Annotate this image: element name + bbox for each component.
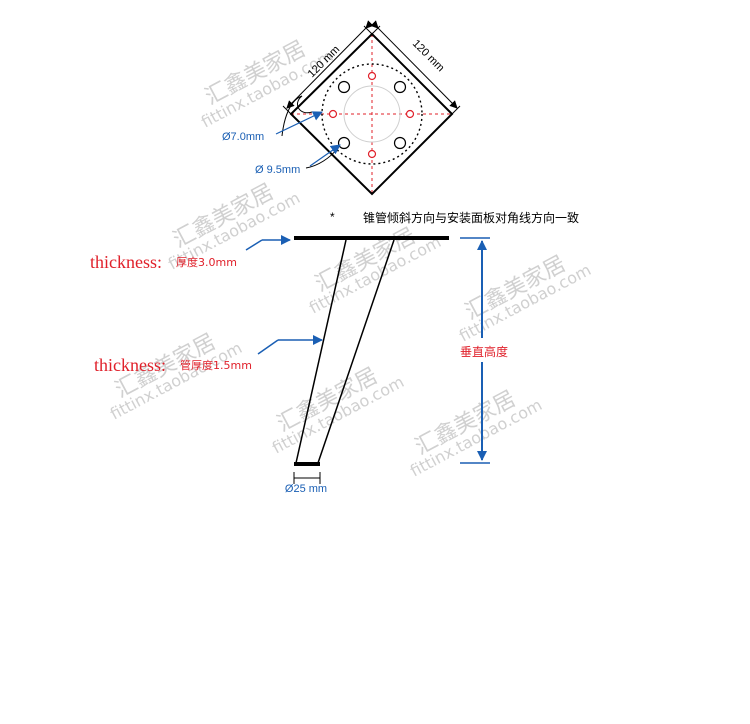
note-text: 锥管倾斜方向与安装面板对角线方向一致 bbox=[363, 210, 579, 225]
plate-thickness-value: 厚度3.0mm bbox=[176, 255, 237, 269]
height-label: 垂直高度 bbox=[460, 344, 508, 359]
leg-side-view bbox=[294, 236, 449, 466]
hole-large bbox=[337, 136, 351, 150]
plate-thickness-word: thickness: bbox=[90, 252, 162, 272]
hole-small bbox=[367, 71, 377, 81]
hole-small bbox=[328, 109, 338, 119]
tube-thickness-value: 管厚度1.5mm bbox=[180, 358, 252, 372]
hole-small bbox=[367, 149, 377, 159]
height-dimension bbox=[460, 237, 490, 464]
tube-thickness-word: thickness: bbox=[94, 355, 166, 375]
dimension-upper-right bbox=[370, 20, 461, 115]
leg-edge-left bbox=[295, 239, 347, 464]
callout-leader bbox=[275, 111, 323, 135]
hole-large bbox=[337, 80, 351, 94]
hole-small bbox=[405, 109, 415, 119]
note-star: * bbox=[330, 210, 335, 224]
hole-large bbox=[393, 136, 407, 150]
callout-leader bbox=[309, 144, 341, 167]
bottom-diameter-label: Ø25 mm bbox=[285, 483, 327, 495]
hole-large bbox=[393, 80, 407, 94]
hole-large-label: Ø 9.5mm bbox=[255, 164, 300, 176]
dimension-label-right: 120 mm bbox=[410, 38, 447, 75]
callout-leader bbox=[281, 95, 313, 137]
leg-edge-right bbox=[317, 239, 395, 464]
plate-thickness-arrow bbox=[245, 239, 263, 251]
bottom-diameter-dimension bbox=[293, 472, 321, 484]
hole-small-label: Ø7.0mm bbox=[222, 131, 264, 143]
tube-thickness-arrow bbox=[257, 339, 279, 355]
mounting-plate: 120 mm 120 mm Ø7.0mm Ø 9.5mm bbox=[222, 20, 461, 196]
